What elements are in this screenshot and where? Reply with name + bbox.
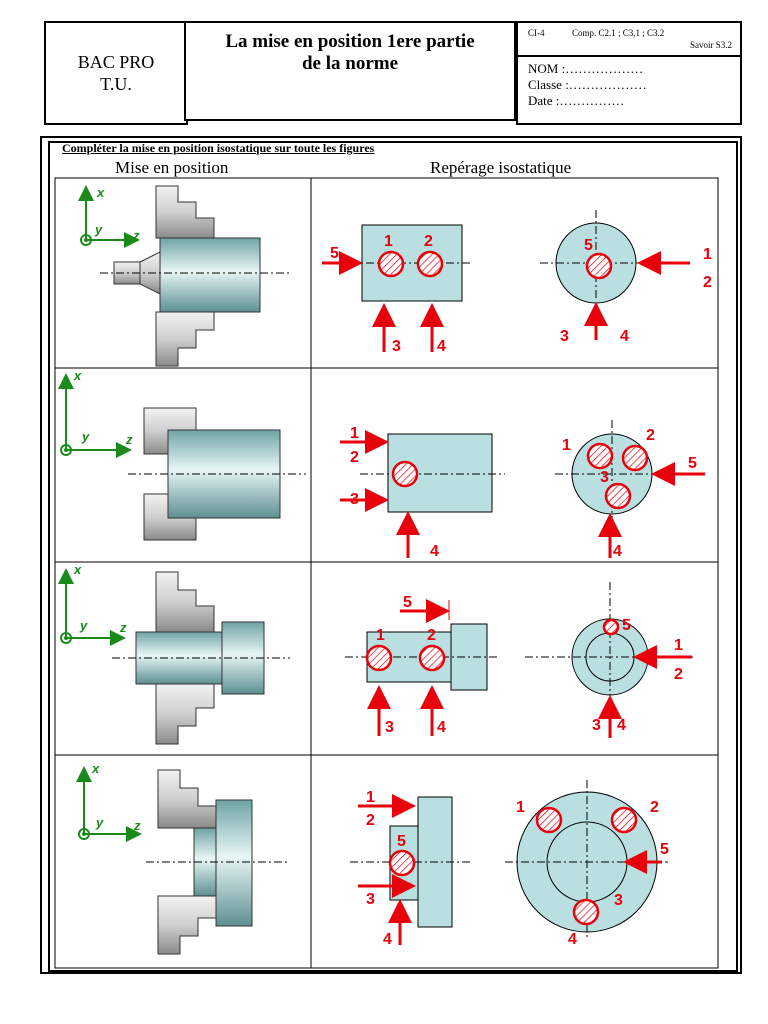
title-line1: La mise en position 1ere partie — [225, 31, 475, 52]
label-3: 3 — [350, 491, 359, 508]
label-4: 4 — [617, 717, 626, 734]
label-4: 4 — [437, 719, 446, 736]
competence-area: CI-4 Comp. C2.1 ; C3,1 ; C3.2 Savoir S3.… — [518, 23, 740, 57]
bac-line1: BAC PRO — [77, 52, 155, 72]
label-3: 3 — [392, 338, 401, 355]
axis-z-label: z — [133, 818, 141, 833]
label-1: 1 — [384, 233, 393, 250]
support-labels: 5 1 2 3 4 5 1 2 3 4 1 2 3 4 1 2 3 5 4 5 … — [330, 233, 712, 948]
competences: Comp. C2.1 ; C3,1 ; C3.2 — [572, 28, 665, 38]
row2-setup: x y z — [58, 368, 306, 541]
axis-z-label: z — [125, 432, 133, 447]
column-head-reperage: Repérage isostatique — [430, 158, 572, 177]
label-4: 4 — [437, 338, 446, 355]
label-2: 2 — [646, 427, 655, 444]
label-5: 5 — [660, 841, 669, 858]
label-2: 2 — [350, 449, 359, 466]
axis-x-label: x — [91, 761, 100, 776]
title-line2: de la norme — [301, 53, 399, 74]
label-1: 1 — [376, 627, 385, 644]
student-fields: NOM :……………… Classe :……………… Date :…………… — [528, 61, 647, 109]
axis-y-label: y — [81, 429, 90, 444]
axis-x-label: x — [73, 562, 82, 577]
row2-front-view — [555, 420, 705, 558]
bac-pro-box: BAC PRO T.U. — [44, 21, 188, 125]
label-2: 2 — [366, 812, 375, 829]
bac-line2: T.U. — [100, 74, 132, 94]
label-1: 1 — [703, 246, 712, 263]
row3-front-view — [525, 582, 695, 738]
label-1: 1 — [366, 789, 375, 806]
table-grid — [54, 177, 719, 969]
label-3: 3 — [385, 719, 394, 736]
label-4: 4 — [568, 931, 577, 948]
axis-x-label: x — [73, 368, 82, 383]
worksheet-inner-frame — [48, 141, 738, 972]
label-5: 5 — [622, 617, 631, 634]
info-box: CI-4 Comp. C2.1 ; C3,1 ; C3.2 Savoir S3.… — [516, 21, 742, 125]
worksheet-frame — [40, 136, 742, 974]
row1-setup: x y z — [78, 185, 290, 367]
row4-front-view — [505, 780, 668, 940]
axis-triad — [78, 185, 140, 248]
label-2: 2 — [674, 666, 683, 683]
label-2: 2 — [703, 274, 712, 291]
label-2: 2 — [650, 799, 659, 816]
axis-y-label: y — [79, 618, 88, 633]
axis-y-label: y — [94, 222, 103, 237]
label-3: 3 — [560, 328, 569, 345]
label-2: 2 — [424, 233, 433, 250]
column-head-mise-en-position: Mise en position — [115, 158, 229, 177]
nom-field[interactable]: NOM :……………… — [528, 61, 644, 76]
label-5: 5 — [330, 245, 339, 262]
row1-side-view — [322, 224, 472, 352]
row4-setup: x y z — [76, 761, 290, 955]
classe-field[interactable]: Classe :……………… — [528, 77, 647, 92]
axis-y-label: y — [95, 815, 104, 830]
label-4: 4 — [430, 543, 439, 560]
label-5: 5 — [403, 594, 412, 611]
axis-x-label: x — [96, 185, 105, 200]
label-3: 3 — [592, 717, 601, 734]
savoir: Savoir S3.2 — [689, 40, 732, 50]
label-5: 5 — [584, 237, 593, 254]
instruction: Compléter la mise en position isostatiqu… — [62, 141, 375, 155]
axis-z-label: z — [119, 620, 127, 635]
label-1: 1 — [516, 799, 525, 816]
label-4: 4 — [613, 543, 622, 560]
row4-side-view — [350, 794, 470, 945]
label-4: 4 — [383, 931, 392, 948]
label-3: 3 — [614, 892, 623, 909]
label-5: 5 — [397, 833, 406, 850]
label-3: 3 — [366, 891, 375, 908]
row3-setup: x y z — [58, 562, 290, 745]
label-1: 1 — [350, 425, 359, 442]
label-2: 2 — [427, 627, 436, 644]
date-field[interactable]: Date :…………… — [528, 93, 625, 108]
label-5: 5 — [688, 455, 697, 472]
axis-z-label: z — [132, 228, 140, 243]
row1-front-view — [540, 210, 690, 340]
ci-code: CI-4 — [528, 28, 545, 38]
label-4: 4 — [620, 328, 629, 345]
row2-side-view — [340, 430, 505, 558]
label-3: 3 — [600, 469, 609, 486]
page-title: La mise en position 1ere partie de la no… — [184, 21, 516, 121]
label-1: 1 — [674, 637, 683, 654]
row3-side-view — [345, 599, 500, 736]
label-1: 1 — [562, 437, 571, 454]
